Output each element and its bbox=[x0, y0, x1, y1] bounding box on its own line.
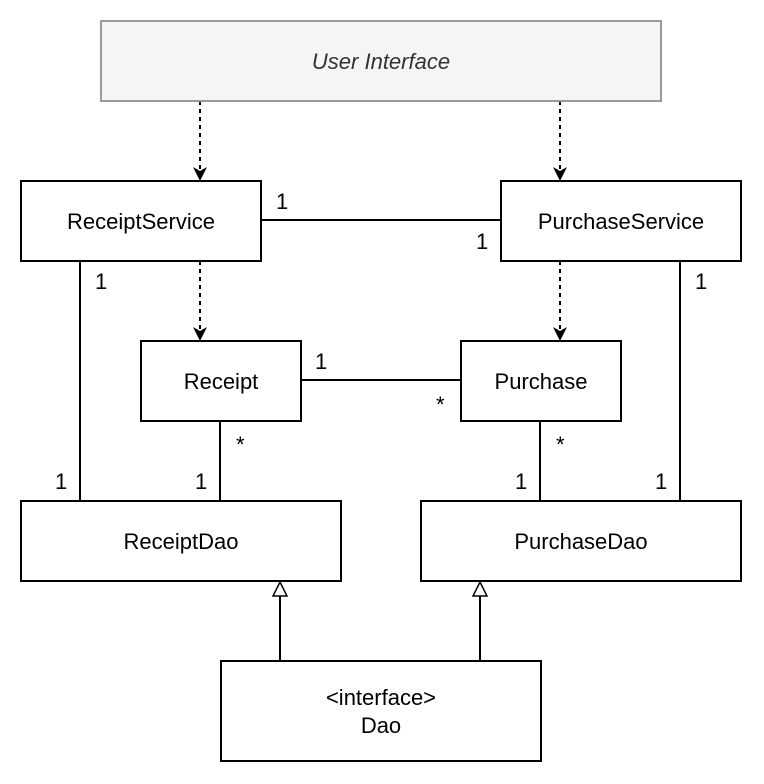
purchase-service-label: PurchaseService bbox=[538, 209, 704, 234]
receipt-service-box: ReceiptService bbox=[20, 180, 262, 262]
receipt-dao-box: ReceiptDao bbox=[20, 500, 342, 582]
multiplicity-r-rdao-bottom: 1 bbox=[195, 469, 207, 494]
receipt-label: Receipt bbox=[184, 369, 259, 394]
multiplicity-ps-pdao-bottom: 1 bbox=[655, 469, 667, 494]
multiplicity-r-p-left: 1 bbox=[315, 349, 327, 374]
user-interface-box: User Interface bbox=[100, 20, 662, 102]
multiplicity-p-pdao-bottom: 1 bbox=[515, 469, 527, 494]
purchase-dao-label: PurchaseDao bbox=[514, 529, 647, 554]
multiplicity-rs-ps-right: 1 bbox=[476, 229, 488, 254]
purchase-box: Purchase bbox=[460, 340, 622, 422]
multiplicity-r-rdao-top: * bbox=[236, 432, 245, 457]
multiplicity-rs-rdao-top: 1 bbox=[95, 269, 107, 294]
dao-stereotype-label: <interface> bbox=[326, 685, 436, 710]
purchase-label: Purchase bbox=[495, 369, 588, 394]
dao-interface-box: <interface> Dao bbox=[220, 660, 542, 762]
multiplicity-r-p-right: * bbox=[436, 392, 445, 417]
dao-label: Dao bbox=[361, 713, 401, 738]
multiplicity-rs-rdao-bottom: 1 bbox=[55, 469, 67, 494]
multiplicity-ps-pdao-top: 1 bbox=[695, 269, 707, 294]
user-interface-label: User Interface bbox=[312, 49, 450, 74]
purchase-service-box: PurchaseService bbox=[500, 180, 742, 262]
receipt-box: Receipt bbox=[140, 340, 302, 422]
multiplicity-rs-ps-left: 1 bbox=[276, 189, 288, 214]
multiplicity-p-pdao-top: * bbox=[556, 432, 565, 457]
purchase-dao-box: PurchaseDao bbox=[420, 500, 742, 582]
receipt-dao-label: ReceiptDao bbox=[124, 529, 239, 554]
receipt-service-label: ReceiptService bbox=[67, 209, 215, 234]
